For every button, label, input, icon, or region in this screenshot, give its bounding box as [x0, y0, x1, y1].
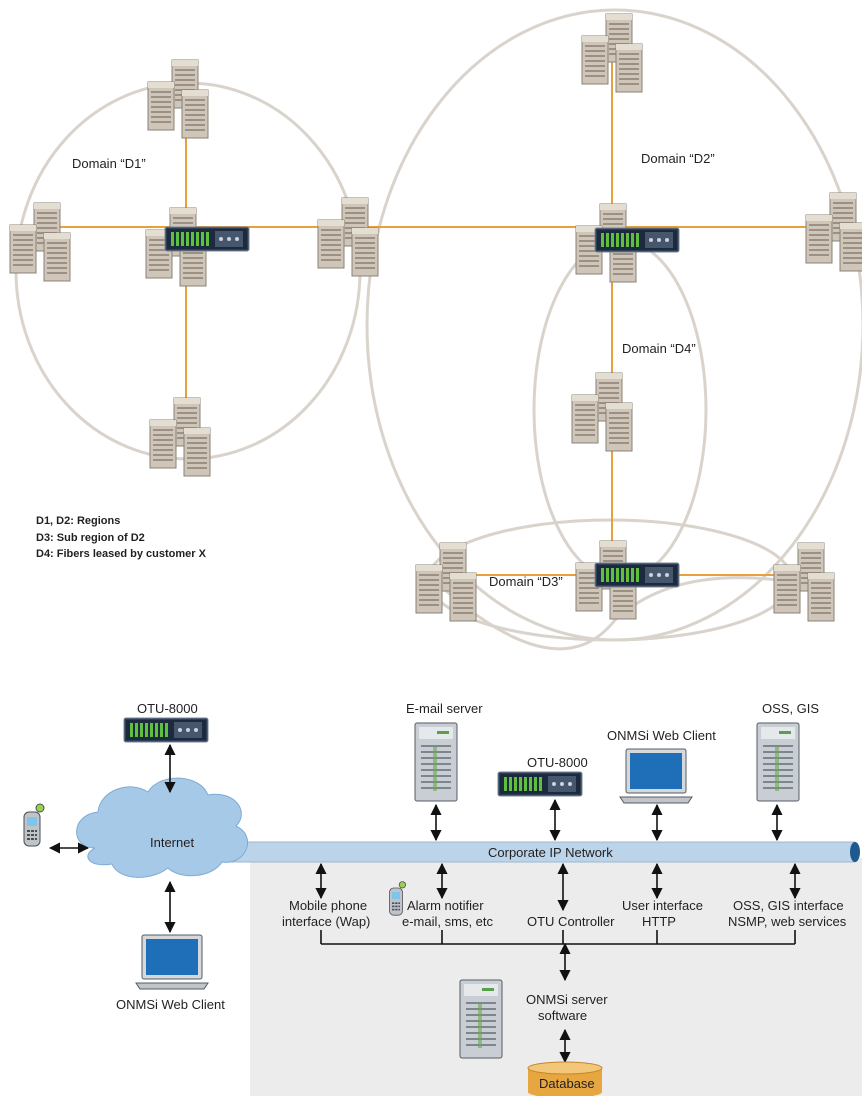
label-corporate-network: Corporate IP Network	[488, 845, 613, 860]
building-cluster-d1-bottom	[150, 398, 210, 476]
laptop-icon-top	[619, 748, 693, 804]
legend-line-1: D1, D2: Regions	[36, 515, 120, 527]
mobile-phone-icon	[23, 803, 45, 847]
label-mobile-interface-1: Mobile phone	[289, 898, 367, 913]
label-domain-d1: Domain “D1”	[72, 156, 146, 171]
email-server-icon	[414, 722, 458, 802]
label-otu-controller: OTU Controller	[527, 914, 615, 929]
label-domain-d3: Domain “D3”	[489, 574, 563, 589]
corporate-network-bar: Corporate IP Network	[204, 841, 860, 863]
label-user-interface-2: HTTP	[642, 914, 676, 929]
label-email-server: E-mail server	[406, 701, 483, 716]
legend-line-2: D3: Sub region of D2	[36, 532, 145, 544]
label-oss-interface-1: OSS, GIS interface	[733, 898, 844, 913]
internet-cloud: Internet	[76, 777, 248, 878]
database-icon: Database	[527, 1061, 603, 1096]
server-software-panel	[250, 858, 862, 1096]
building-cluster-d3-left	[416, 543, 476, 621]
label-oss-gis: OSS, GIS	[762, 701, 819, 716]
label-alarm-notifier-2: e-mail, sms, etc	[402, 914, 494, 929]
onmsi-server-icon	[459, 979, 503, 1059]
legend: D1, D2: Regions D3: Sub region of D2 D4:…	[36, 515, 207, 560]
building-cluster-d1-top	[148, 60, 208, 138]
connection-arrows	[48, 743, 801, 1064]
building-cluster-d2-right	[806, 193, 862, 271]
label-domain-d2: Domain “D2”	[641, 151, 715, 166]
domain-labels: Domain “D1” Domain “D2” Domain “D4” Doma…	[72, 151, 715, 589]
label-user-interface-1: User interface	[622, 898, 703, 913]
label-oss-interface-2: NSMP, web services	[728, 914, 847, 929]
otu-unit-top	[123, 717, 209, 743]
otu-unit-d1	[164, 226, 250, 252]
label-otu-mid: OTU-8000	[527, 755, 588, 770]
otu-unit-d3	[594, 562, 680, 588]
legend-line-3: D4: Fibers leased by customer X	[36, 548, 207, 560]
laptop-icon-bottom	[135, 934, 209, 990]
otu-unit-d2	[594, 227, 680, 253]
label-database: Database	[539, 1076, 595, 1091]
internal-bus	[320, 930, 796, 982]
label-alarm-notifier-1: Alarm notifier	[407, 898, 484, 913]
label-server-software-2: software	[538, 1008, 587, 1023]
software-modules: Mobile phone interface (Wap) Alarm notif…	[282, 881, 847, 929]
label-internet: Internet	[150, 835, 194, 850]
label-web-client-top: ONMSi Web Client	[607, 728, 716, 743]
oss-gis-server-icon	[756, 722, 800, 802]
building-cluster-d4	[572, 373, 632, 451]
label-domain-d4: Domain “D4”	[622, 341, 696, 356]
building-cluster-shared-left	[318, 198, 378, 276]
ring-d3-lower-arc	[444, 576, 811, 651]
label-web-client-bottom: ONMSi Web Client	[116, 997, 225, 1012]
label-mobile-interface-2: interface (Wap)	[282, 914, 370, 929]
label-server-software-1: ONMSi server	[526, 992, 608, 1007]
otu-unit-mid	[497, 771, 583, 797]
label-otu-top: OTU-8000	[137, 701, 198, 716]
building-cluster-d1-left	[10, 203, 70, 281]
